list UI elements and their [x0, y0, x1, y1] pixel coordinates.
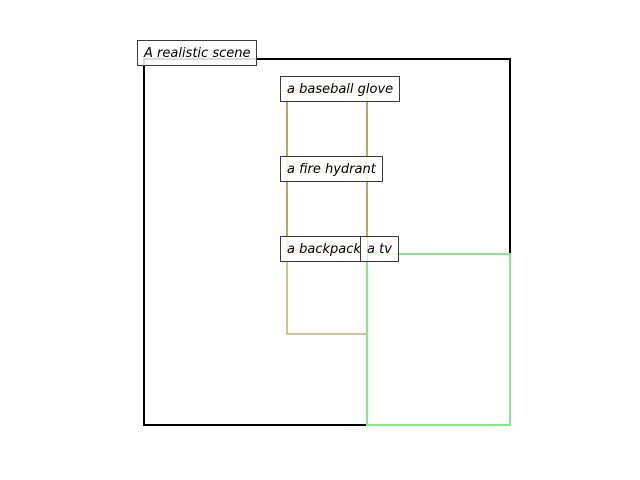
tv-box	[366, 253, 511, 426]
baseball-glove-label: a baseball glove	[280, 76, 401, 102]
scene-title-label: A realistic scene	[137, 40, 258, 66]
tv-label: a tv	[360, 236, 399, 262]
backpack-label: a backpack	[280, 236, 368, 262]
fire-hydrant-label: a fire hydrant	[280, 156, 383, 182]
scene-frame	[143, 58, 511, 426]
